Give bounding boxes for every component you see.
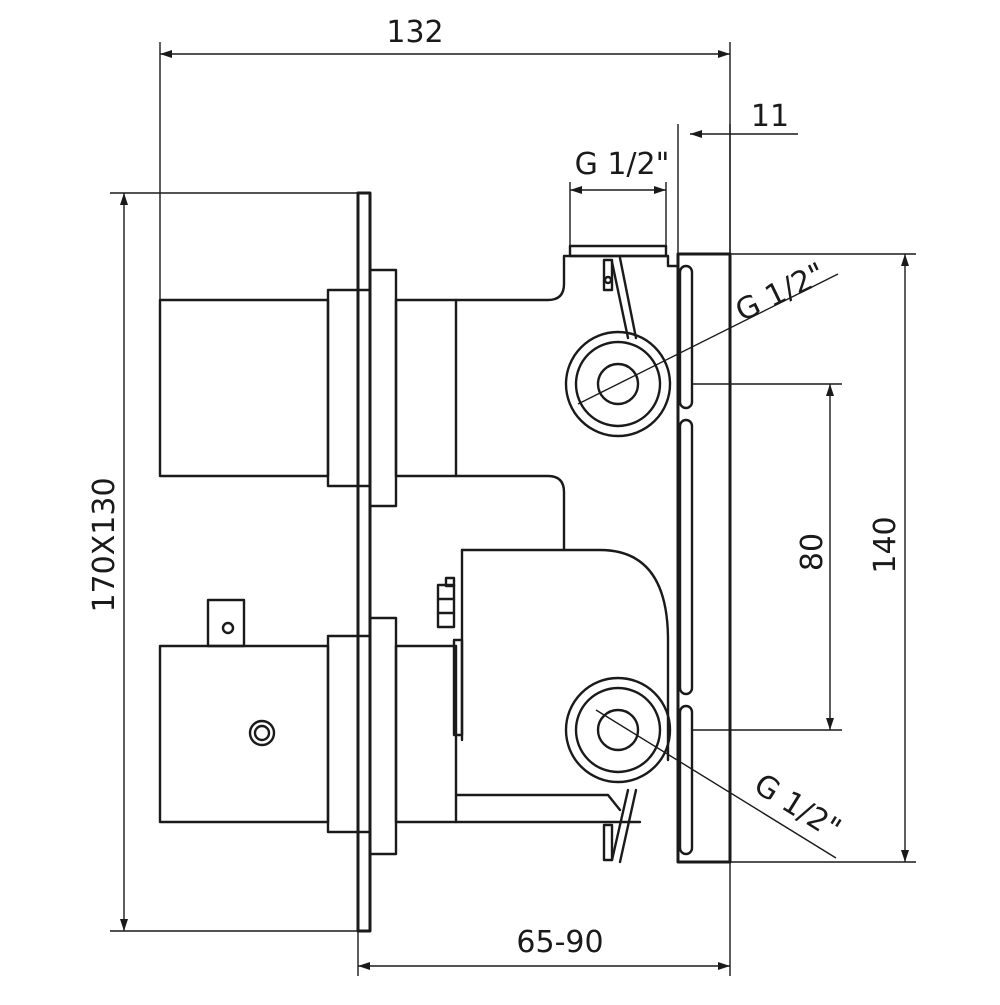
cover-plate [356, 191, 372, 933]
valve-body [436, 244, 680, 824]
handle-tab [206, 598, 246, 648]
top-outlet-stub [568, 244, 668, 258]
upper-inlet [564, 330, 672, 438]
dimension-plate-thickness: 11 [677, 99, 798, 254]
wall-depth-label: 65-90 [516, 925, 603, 960]
dimension-body-height: 140 [730, 253, 916, 863]
temperature-button [248, 719, 276, 747]
lower-inlet [564, 676, 672, 784]
plate-size-label: 170X130 [87, 477, 122, 612]
upper-inlet-thread-label: G 1/2" [730, 256, 831, 329]
dimension-top-outlet: G 1/2" [569, 147, 670, 246]
inlet-spacing-label: 80 [795, 533, 830, 571]
lower-handle [158, 598, 458, 856]
upper-handle [158, 268, 458, 508]
hex-nut [436, 583, 456, 629]
body-height-label: 140 [868, 516, 903, 573]
upper-inlet-leader: G 1/2" [577, 256, 839, 405]
overall-width-label: 132 [386, 15, 443, 50]
dimension-plate-size: 170X130 [87, 192, 358, 932]
plate-thickness-label: 11 [751, 99, 789, 134]
lower-inlet-leader: G 1/2" [595, 709, 847, 859]
wall-flange [676, 252, 732, 864]
dimension-wall-depth: 65-90 [357, 862, 731, 976]
top-outlet-thread-label: G 1/2" [575, 147, 670, 182]
mounting-bracket [602, 256, 638, 864]
dimension-overall-width: 132 [159, 15, 731, 300]
lower-inlet-thread-label: G 1/2" [748, 767, 847, 847]
valve-outline [158, 191, 732, 933]
dimension-inlet-spacing: 80 [692, 383, 842, 731]
